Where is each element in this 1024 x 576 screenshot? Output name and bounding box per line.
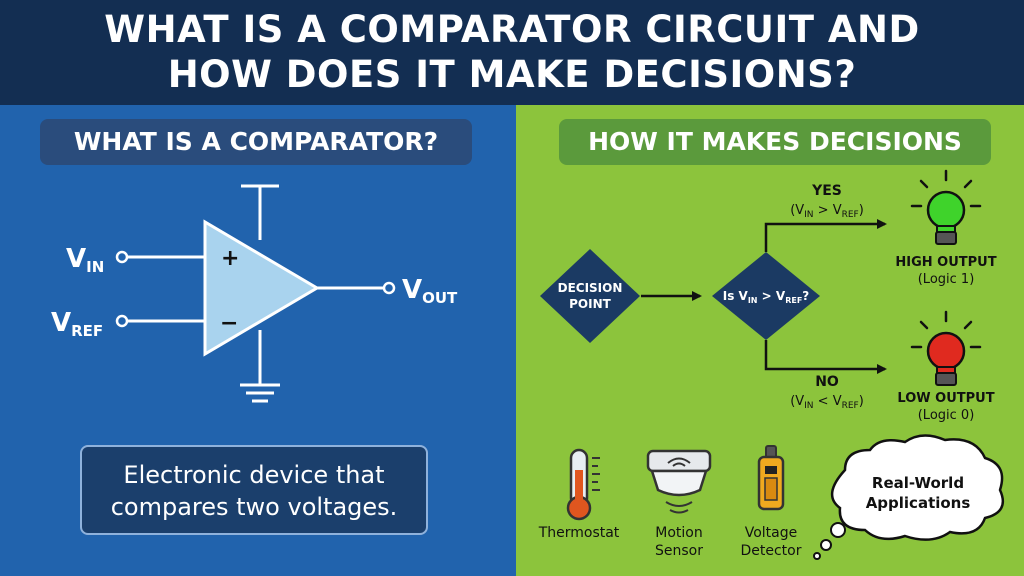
page-title-line-2: HOW DOES IT MAKE DECISIONS? [167, 53, 857, 96]
page-title-line-1: WHAT IS A COMPARATOR CIRCUIT AND [104, 8, 920, 51]
high-logic-label: (Logic 1) [918, 272, 975, 287]
app-motion-line-1: Motion [655, 525, 703, 541]
thermometer-icon [566, 448, 600, 521]
yes-condition: (VIN > VREF) [790, 203, 864, 220]
app-thermostat-label: Thermostat [530, 524, 628, 542]
voltage-detector-icon [757, 445, 785, 511]
comparator-description: Electronic device that compares two volt… [80, 445, 428, 535]
comparator-symbol: + − [115, 184, 396, 403]
bubble-line-1: Real-World [872, 474, 964, 492]
green-bulb-icon [910, 169, 982, 245]
no-label: NO [815, 374, 839, 390]
bubble-line-2: Applications [866, 494, 971, 512]
vref-terminal [115, 314, 129, 328]
description-line-2: compares two voltages. [110, 493, 398, 521]
thought-bubble [813, 434, 1005, 560]
decision-point-label-1: DECISION [558, 281, 623, 295]
plus-sign: + [221, 246, 239, 271]
decision-heading: HOW IT MAKES DECISIONS [559, 119, 991, 165]
app-thermostat-line-1: Thermostat [538, 525, 620, 541]
app-motion-line-2: Sensor [655, 543, 703, 559]
yes-arrow [764, 219, 887, 252]
red-bulb-icon [910, 310, 982, 386]
decision-point-label-2: POINT [569, 297, 612, 311]
question-label: Is VIN > VREF? [723, 289, 810, 305]
low-output-label: LOW OUTPUT [897, 391, 994, 406]
minus-sign: − [220, 311, 238, 336]
high-output-label: HIGH OUTPUT [895, 255, 996, 270]
vin-label: VIN [66, 244, 104, 276]
comparator-triangle [203, 219, 320, 357]
vout-label: VOUT [402, 275, 458, 307]
vin-terminal [115, 250, 129, 264]
decision-point-diamond [540, 249, 640, 343]
app-voltage-detector-label: Voltage Detector [726, 524, 816, 560]
motion-sensor-icon [646, 449, 712, 514]
app-motion-sensor-label: Motion Sensor [634, 524, 724, 560]
no-arrow [764, 340, 887, 374]
vout-terminal [382, 281, 396, 295]
low-logic-label: (Logic 0) [918, 408, 975, 423]
no-condition: (VIN < VREF) [790, 394, 864, 411]
app-voltage-line-2: Detector [740, 543, 802, 559]
ground-icon [240, 383, 280, 403]
yes-label: YES [811, 183, 842, 199]
comparator-heading: WHAT IS A COMPARATOR? [40, 119, 472, 165]
title-banner [0, 0, 1024, 105]
description-line-1: Electronic device that [123, 461, 385, 489]
question-diamond [712, 252, 820, 340]
app-voltage-line-1: Voltage [744, 525, 798, 541]
vref-label: VREF [51, 308, 103, 340]
